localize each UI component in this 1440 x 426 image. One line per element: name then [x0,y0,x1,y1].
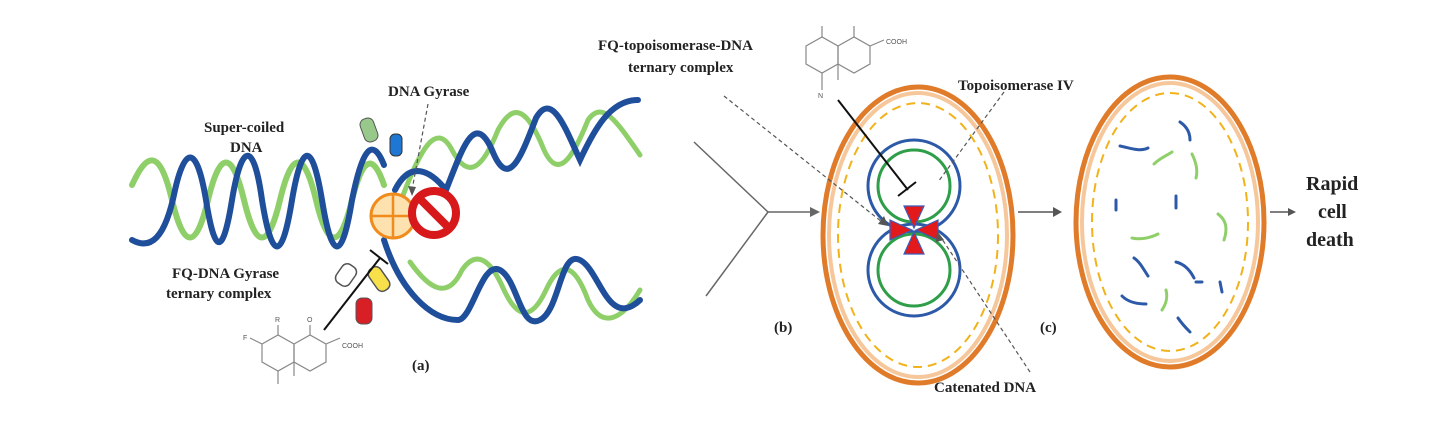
dna-strand-blue-upper [392,97,641,196]
chem-label-f: F [243,335,247,342]
convergence-arrow [693,141,814,297]
cell-wall-c [1073,74,1267,370]
topo-pointer-arrow [937,91,1005,183]
label-super-coiled-line1: Super-coiled [204,120,285,136]
label-catenated-dna: Catenated DNA [934,380,1036,396]
catenated-pointer-arrow [939,235,1031,373]
chem-label-cooh: COOH [342,343,363,350]
chem-label-cooh-b: COOH [886,39,907,46]
label-fq-topo-line1: FQ-topoisomerase-DNA [598,38,753,54]
label-fq-gyrase-line1: FQ-DNA Gyrase [172,266,279,282]
fluoroquinolone-structure-icon-b [805,26,885,90]
panel-c-fragmented-dna: (c) [1040,74,1267,370]
gyrase-subunit-red [355,297,373,325]
membrane-b [837,102,999,368]
dna-strand-blue-lower [381,237,643,325]
gyrase-subunit-green [359,117,379,143]
chem-label-n-b: N [818,93,823,100]
membrane-c [1091,92,1249,352]
label-fq-gyrase-line2: ternary complex [166,286,272,302]
panel-b-topoisomerase: COOH N FQ-topoisomerase-DNA ternary comp… [598,26,1074,396]
fq-topo-inhibition-line [837,99,909,191]
chem-label-r: R [275,317,280,324]
gyrase-subunit-yellow [367,265,391,293]
gyrase-subunit-white [334,263,358,287]
fq-topo-pointer-arrow [723,95,883,223]
label-topoisomerase-iv: Topoisomerase IV [958,78,1074,94]
label-panel-c: (c) [1040,320,1057,336]
panel-a-gyrase: COOH O R F Super-coiled DNA DNA Gyrase F… [129,84,643,384]
label-fq-topo-line2: ternary complex [628,60,734,76]
dna-strand-green-upper [399,109,643,201]
label-rapid: Rapid [1306,173,1358,195]
fluoroquinolone-structure-icon [249,325,341,384]
label-dna-gyrase: DNA Gyrase [388,84,470,100]
label-panel-b: (b) [774,320,792,336]
chem-label-o: O [307,317,313,324]
stop-inhibition-icon [408,187,460,239]
label-death: death [1306,229,1354,251]
dna-fragments [1114,120,1228,334]
dna-strand-blue-left [129,146,387,250]
topoisomerase-iv-icon [889,205,939,255]
fq-inhibition-line [323,257,381,331]
gyrase-pointer-arrow [411,103,429,191]
cell-wall-b [820,84,1016,386]
label-cell: cell [1318,201,1347,223]
label-panel-a: (a) [412,358,430,374]
label-super-coiled-line2: DNA [230,140,263,156]
gyrase-subunit-blue [389,133,403,157]
